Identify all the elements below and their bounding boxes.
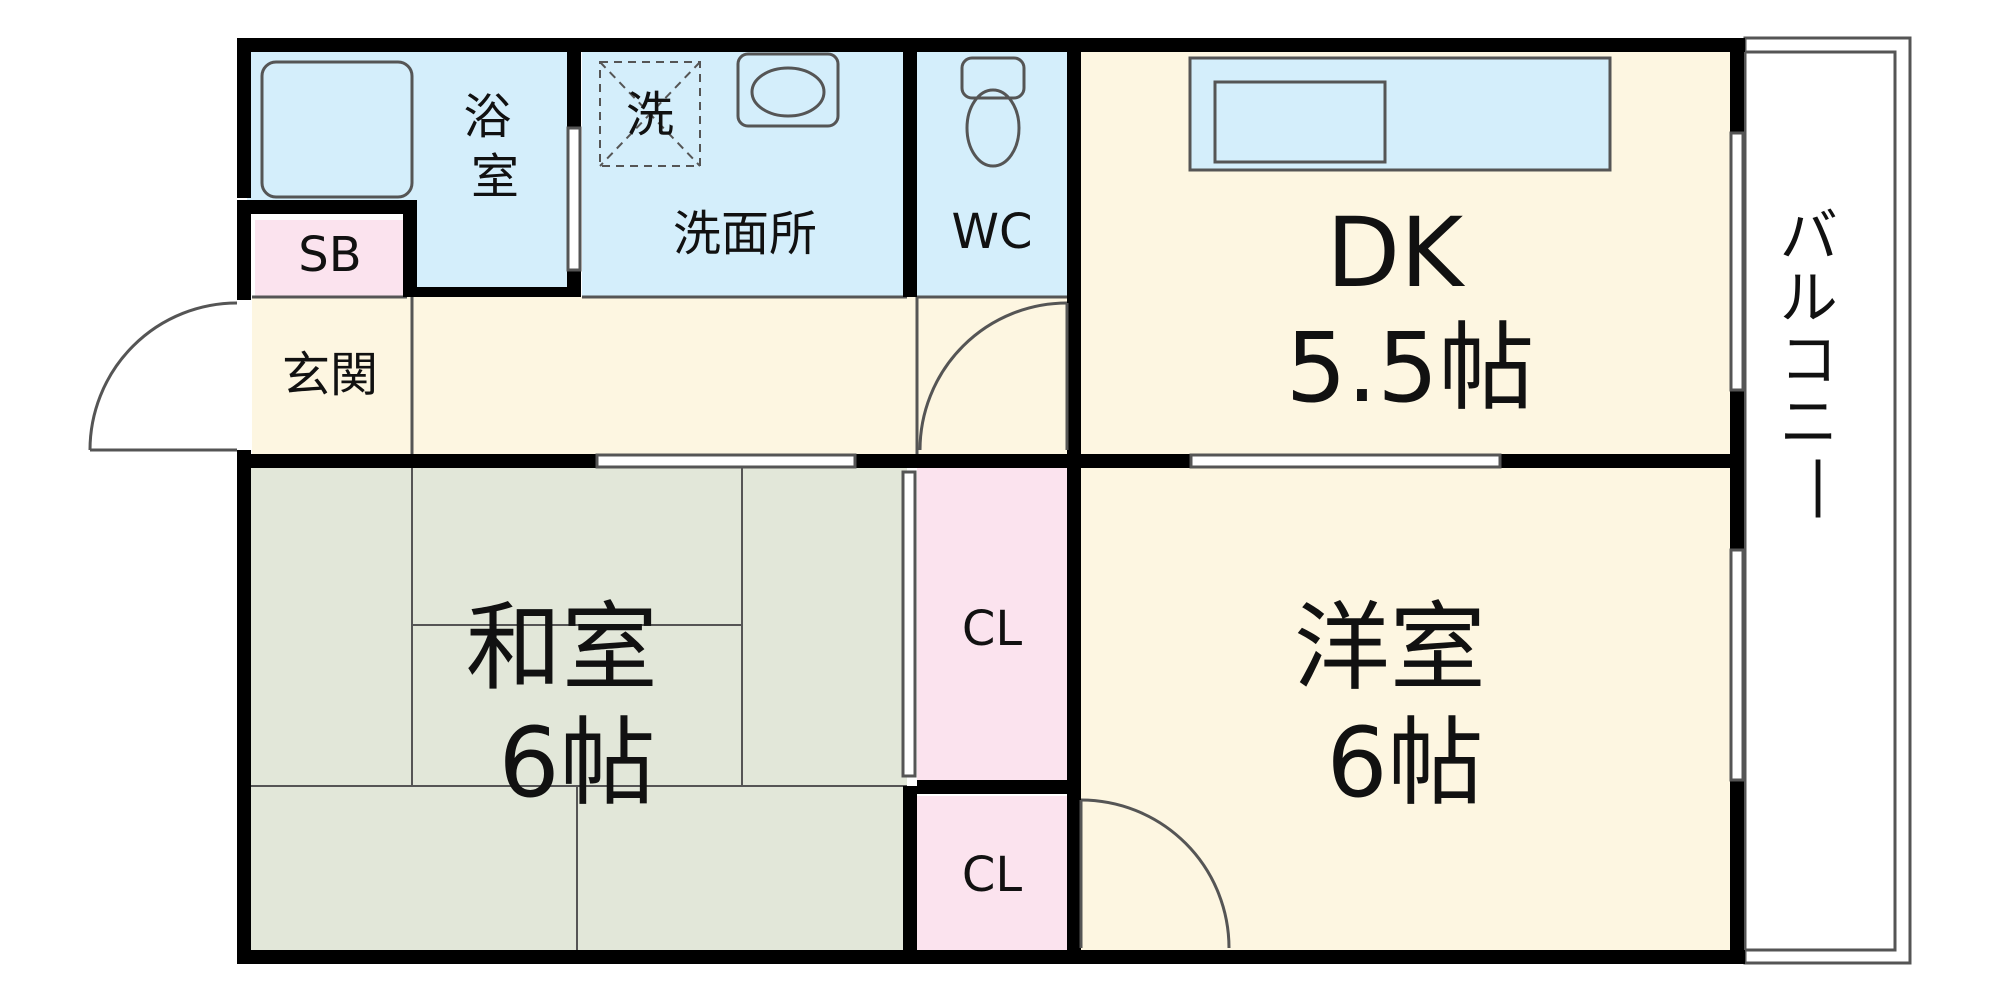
- youshitsu-fill: [1077, 464, 1730, 952]
- balcony-label-ba: バ: [1780, 202, 1838, 270]
- walls: [237, 38, 1745, 964]
- balcony-label: バ ル コ ニ |: [1780, 202, 1856, 518]
- washbasin-bowl: [750, 66, 826, 118]
- youshitsu-label: 洋室 6帖: [1294, 592, 1517, 819]
- sb-label: SB: [298, 227, 361, 283]
- dk-label-line1: DK: [1326, 197, 1465, 309]
- bath-fill-lower: [417, 207, 577, 297]
- dk-label: DK 5.5帖: [1286, 197, 1535, 424]
- hall-fill: [252, 297, 1067, 454]
- washroom-fill: [582, 50, 907, 297]
- youshitsu-label-line1: 洋室: [1294, 592, 1486, 704]
- balcony-rail: [1743, 50, 1897, 952]
- youshitsu-label-line2: 6帖: [1326, 707, 1483, 819]
- windows: [566, 126, 1745, 782]
- balcony-label-ni: ニ: [1780, 388, 1838, 456]
- bath-label: 浴 室: [463, 89, 526, 205]
- washer-pan-diag2: [599, 61, 701, 167]
- balcony-label-ru: ル: [1780, 264, 1838, 332]
- wc-label: WC: [952, 204, 1033, 260]
- washroom-label: 洗面所: [673, 206, 817, 262]
- balcony-label-bar: |: [1808, 450, 1828, 518]
- toilet-tank: [960, 56, 1026, 100]
- thin-lines: [252, 295, 1067, 454]
- dk-label-line2: 5.5帖: [1286, 312, 1535, 424]
- balcony-area: [1743, 36, 1912, 965]
- sb-fill: [255, 220, 407, 297]
- washer-label: 洗: [626, 87, 674, 143]
- closet-1-fill: [917, 464, 1067, 786]
- closet-2-label: CL: [962, 847, 1023, 903]
- washitsu-label: 和室 6帖: [466, 592, 689, 819]
- entrance-label: 玄関: [282, 347, 378, 403]
- bath-label-line1: 浴: [463, 89, 511, 145]
- kitchen-sink: [1213, 80, 1387, 164]
- balcony-label-ko: コ: [1780, 326, 1838, 394]
- washitsu-label-line2: 6帖: [498, 707, 655, 819]
- closet-1-label: CL: [962, 601, 1023, 657]
- washbasin: [736, 52, 840, 128]
- tatami-lines: [247, 464, 907, 952]
- bathtub: [260, 60, 414, 199]
- bath-label-line2: 室: [471, 149, 519, 205]
- washer-pan: [599, 61, 701, 167]
- toilet-bowl: [965, 88, 1021, 168]
- closet-2-fill: [917, 796, 1067, 952]
- washitsu-label-line1: 和室: [466, 592, 658, 704]
- doors: [88, 301, 1231, 949]
- kitchen-counter: [1188, 56, 1612, 172]
